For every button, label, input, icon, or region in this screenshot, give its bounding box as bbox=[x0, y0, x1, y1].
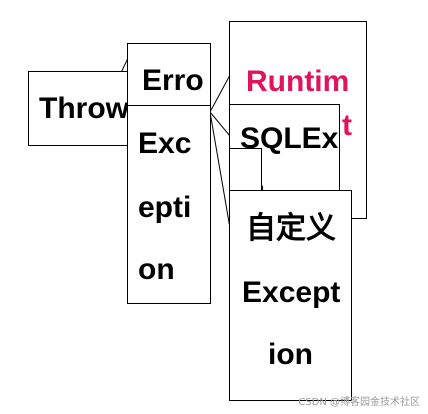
error-box: Erro bbox=[127, 43, 211, 107]
throwable-box: Throw bbox=[28, 71, 130, 146]
runtime-exception-label-line1: Runtim bbox=[246, 65, 350, 98]
error-label: Erro bbox=[142, 64, 204, 97]
exception-box: Exc epti on bbox=[127, 105, 211, 304]
throwable-label: Throw bbox=[39, 92, 129, 125]
edge-exception-sql bbox=[209, 111, 231, 137]
edge-exception-runtime bbox=[209, 74, 231, 113]
custom-exception-label-line2: Except bbox=[242, 276, 341, 309]
watermark-text: CSDN @博客园金技术社区 bbox=[298, 397, 420, 408]
exception-label-line1: Exc bbox=[138, 127, 192, 160]
edge-exception-custom bbox=[209, 111, 231, 229]
exception-label-line2: epti bbox=[138, 191, 192, 224]
custom-exception-box: 自定义 Except ion bbox=[229, 190, 352, 401]
custom-exception-label-line3: ion bbox=[268, 338, 313, 371]
custom-exception-label-line1: 自定义 bbox=[246, 212, 336, 245]
exception-label-line3: on bbox=[138, 253, 175, 286]
runtime-exception-label-line2: t bbox=[342, 109, 352, 142]
